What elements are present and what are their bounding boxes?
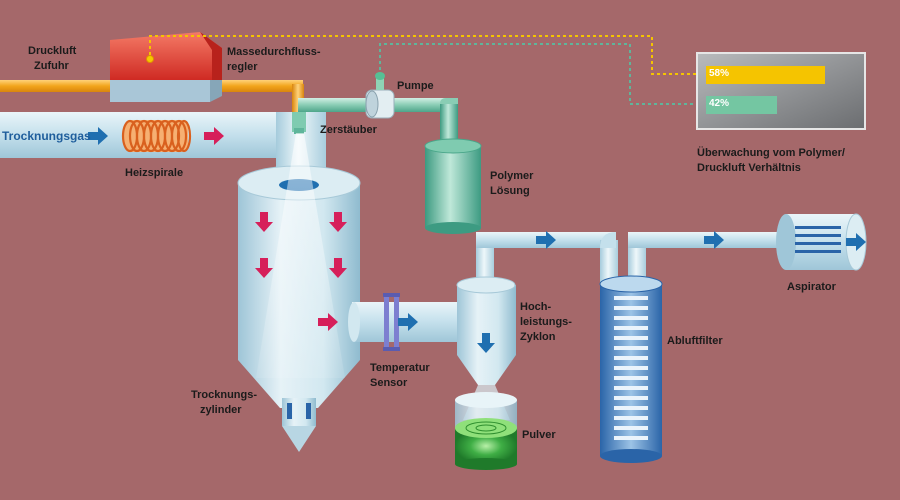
label-temperatur: Temperatur bbox=[370, 362, 430, 374]
label-regler: regler bbox=[227, 61, 258, 73]
powder-collector bbox=[455, 385, 517, 470]
signal-lines bbox=[149, 35, 706, 105]
druckluft-ratio-value: 58% bbox=[709, 68, 730, 79]
label-polymer: Polymer bbox=[490, 170, 534, 182]
polymer-ratio-value: 42% bbox=[709, 98, 730, 109]
polymer-solution-container bbox=[424, 138, 482, 234]
label-pulver: Pulver bbox=[522, 429, 556, 441]
label-loesung: Lösung bbox=[490, 185, 530, 197]
label-sensor: Sensor bbox=[370, 377, 408, 389]
atomizer bbox=[292, 112, 306, 134]
label-massedurchfluss: Massedurchfluss- bbox=[227, 46, 321, 58]
label-hoch: Hoch- bbox=[520, 301, 552, 313]
label-leistungs: leistungs- bbox=[520, 316, 572, 328]
druckluft-ratio-bar bbox=[706, 66, 825, 84]
ratio-monitor bbox=[696, 52, 866, 130]
heating-coil bbox=[121, 119, 192, 153]
aspirator bbox=[776, 213, 867, 271]
pump bbox=[365, 72, 395, 119]
label-monitor-line1: Überwachung vom Polymer/ bbox=[697, 147, 845, 159]
label-zerstaeuber: Zerstäuber bbox=[320, 124, 377, 136]
label-heizspirale: Heizspirale bbox=[125, 167, 184, 179]
label-zylinder: zylinder bbox=[200, 404, 242, 416]
label-trocknungs: Trocknungs- bbox=[191, 389, 258, 401]
label-monitor-line2: Druckluft Verhältnis bbox=[697, 162, 801, 174]
label-abluftfilter: Abluftfilter bbox=[667, 335, 723, 347]
flow-arrows bbox=[88, 127, 866, 353]
mass-flow-controller bbox=[110, 32, 222, 102]
label-pumpe: Pumpe bbox=[397, 80, 434, 92]
label-zyklon: Zyklon bbox=[520, 331, 556, 343]
pink-flow-arrows bbox=[204, 127, 347, 331]
blue-flow-arrows bbox=[88, 127, 866, 353]
label-aspirator: Aspirator bbox=[787, 281, 836, 293]
temperature-sensor bbox=[383, 293, 400, 351]
exhaust-filter bbox=[599, 275, 663, 463]
label-druckluft: Druckluft bbox=[28, 45, 77, 57]
label-trocknungsgas: Trocknungsgas bbox=[2, 129, 91, 143]
polymer-ratio-bar bbox=[706, 96, 777, 114]
label-zufuhr: Zufuhr bbox=[34, 60, 69, 72]
drying-cylinder bbox=[237, 133, 361, 452]
